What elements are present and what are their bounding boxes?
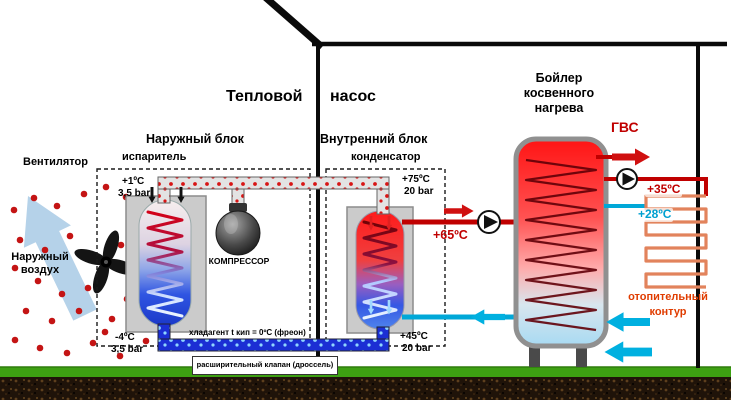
expansion-valve-label: расширительный клапан (дроссель) [192,356,338,375]
heating-supply-temp: +35ºC [645,182,683,197]
boiler-title-line3: нагрева [534,101,584,115]
heating-circuit-coil [644,194,708,289]
indoor-unit-label: Внутренний блок [320,132,428,146]
condenser-label: конденсатор [351,151,421,163]
supply-flow-arrow [444,204,474,218]
refrigerant-label: хладагент t кип = 0ºC (фреон) [189,328,306,337]
title-pump-word: насос [330,88,376,105]
outside-air-line2: воздух [20,263,60,276]
indoor-unit-box [325,168,446,347]
compressor-label: КОМПРЕССОР [208,256,270,266]
fan-icon [74,230,138,294]
heating-return-temp: +28ºC [636,207,674,222]
cond-top-temp: +75ºC [402,174,430,185]
dhw-label: ГВС [611,119,639,135]
condenser [355,210,405,330]
cond-bottom-temp: +45ºC [400,331,428,342]
heating-circuit-label: отопительный контур [614,290,722,319]
cold-water-arrows [604,312,652,363]
boiler-title: Бойлер косвенного нагрева [506,71,612,116]
return-flow-arrow [470,309,505,325]
heating-circuit-line1: отопительный [628,291,708,303]
air-flow-arrow [23,196,97,321]
title-heat-word: Тепловой [226,88,303,105]
pump-icon [477,210,501,234]
liquid-pipe [157,323,390,352]
supply-temp-label: +65ºC [433,228,468,242]
evaporator [138,199,192,327]
outside-air-line1: Наружный [11,251,69,263]
boiler-title-line2: косвенного [523,86,595,100]
fan-label: Вентилятор [23,156,88,168]
heating-circuit-line2: контур [649,305,687,318]
compressor-icon [215,203,261,256]
cond-top-pressure: 20 bar [404,186,434,197]
dhw-pipe [596,148,650,166]
evaporator-label: испаритель [122,151,187,163]
boiler-title-line1: Бойлер [535,71,583,85]
evap-bottom-temp: -4ºC [115,332,135,343]
evap-bottom-pressure: 3,5 bar [111,344,144,355]
outdoor-unit-label: Наружный блок [146,132,244,146]
pump-icon-dhw [616,168,638,190]
outside-air-label: Наружный воздух [3,251,77,276]
ground [0,366,731,400]
outdoor-unit-box [96,168,311,347]
gas-pipe [157,176,390,215]
evap-top-temp: +1ºC [122,176,145,187]
house-outline [263,0,727,368]
evap-top-pressure: 3,5 bar [118,188,151,199]
boiler [513,136,609,367]
cond-bottom-pressure: 20 bar [402,343,432,354]
